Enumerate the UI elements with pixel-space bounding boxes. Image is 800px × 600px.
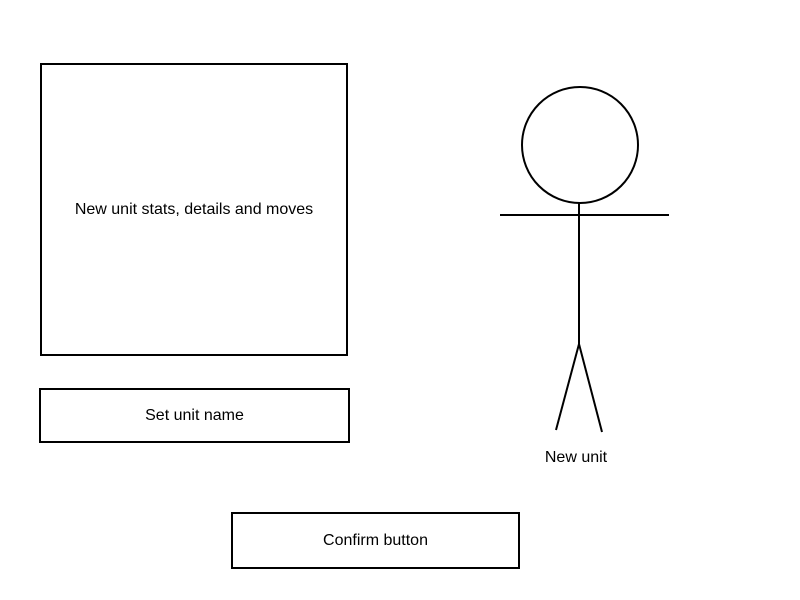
figure-head <box>521 86 639 204</box>
unit-name-field[interactable]: Set unit name <box>39 388 350 443</box>
figure-left-leg <box>555 343 580 431</box>
new-unit-caption: New unit <box>544 449 608 466</box>
unit-stats-panel: New unit stats, details and moves <box>40 63 348 356</box>
unit-name-label: Set unit name <box>145 406 244 424</box>
unit-stats-label: New unit stats, details and moves <box>74 200 314 218</box>
confirm-button-label: Confirm button <box>323 531 428 549</box>
figure-right-leg <box>578 343 603 433</box>
confirm-button[interactable]: Confirm button <box>231 512 520 569</box>
